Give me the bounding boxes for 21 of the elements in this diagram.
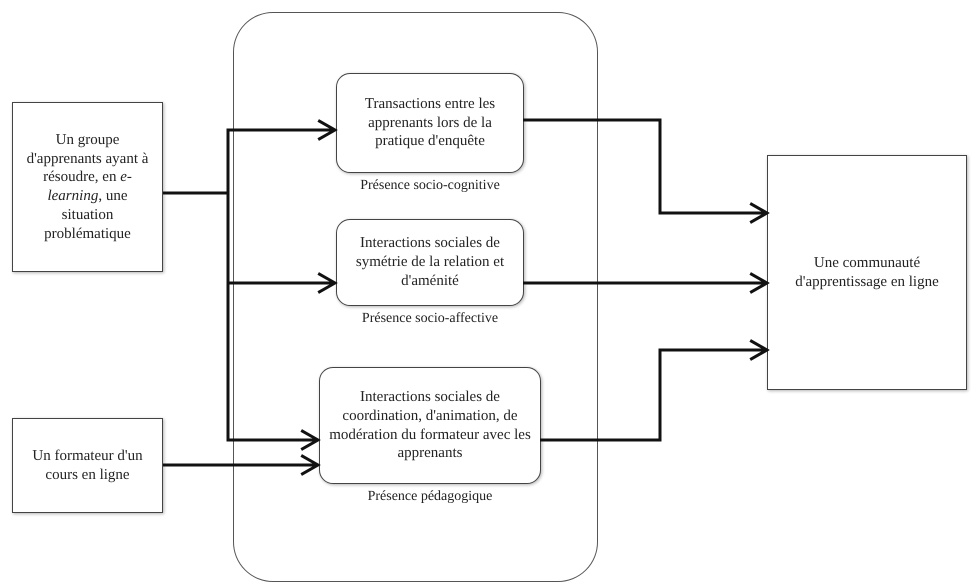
- node-text: Interactions sociales de symétrie de la relation et d'aménité: [354, 234, 506, 291]
- rounded-box: [319, 367, 541, 484]
- rounded-box: [336, 73, 524, 173]
- node-text: Transactions entre les apprenants lors de la pratique d'enquête: [364, 94, 496, 152]
- rounded-box: [336, 219, 524, 306]
- text-box: [767, 155, 967, 390]
- text-box: [12, 418, 163, 513]
- node-label: Présence socio-affective: [360, 310, 500, 328]
- node-text: Une communauté d'apprentissage en ligne: [794, 254, 940, 292]
- node-text: Interactions sociales de coordination, d'animation, de modération du formateur avec les apprenants: [328, 388, 532, 463]
- node-text: Un formateur d'un cours en ligne: [31, 446, 144, 484]
- group-container: [233, 12, 598, 582]
- node-label: Présence socio-cognitive: [359, 177, 501, 194]
- text-box: [12, 102, 163, 272]
- arrow: [540, 338, 768, 442]
- node-text: Un groupe d'apprenants ayant à résoudre, en e-learning, une situation problématique: [26, 130, 150, 244]
- arrow: [163, 454, 320, 476]
- arrow: [163, 192, 320, 452]
- arrow: [523, 118, 768, 224]
- arrow: [523, 272, 768, 294]
- node-label: Présence pédagogique: [366, 488, 494, 506]
